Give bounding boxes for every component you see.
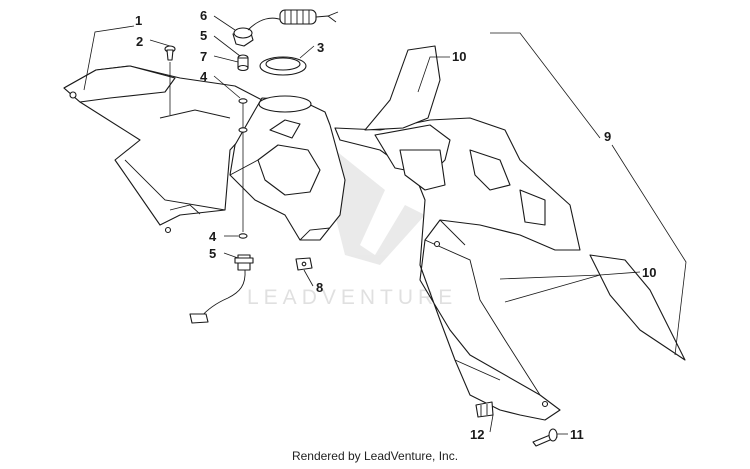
- callout-10-upper: 10: [452, 49, 466, 64]
- upper-side-panel-part[interactable]: [364, 45, 441, 131]
- leadventure-watermark: LEADVENTURE: [247, 150, 457, 309]
- rendered-by-footer: Rendered by LeadVenture, Inc.: [291, 449, 459, 463]
- callout-9: 9: [604, 129, 611, 144]
- callout-3: 3: [317, 40, 324, 55]
- callout-5-lower: 5: [209, 246, 216, 261]
- pin-fastener-part[interactable]: [532, 428, 558, 447]
- clip-nut-part[interactable]: [295, 257, 313, 271]
- callout-5: 5: [200, 28, 207, 43]
- callout-4-lower: 4: [209, 229, 217, 244]
- callout-10-lower: 10: [642, 265, 656, 280]
- grommet-part[interactable]: [237, 54, 249, 72]
- callout-8: 8: [316, 280, 323, 295]
- callout-12: 12: [470, 427, 484, 442]
- callout-6: 6: [200, 8, 207, 23]
- switch-harness-part[interactable]: [189, 254, 254, 324]
- center-console-part[interactable]: [229, 95, 346, 241]
- gauge-ring-part[interactable]: [259, 56, 307, 76]
- callout-1: 1: [135, 13, 142, 28]
- watermark-text: LEADVENTURE: [247, 286, 457, 309]
- callout-2: 2: [136, 34, 143, 49]
- leader-lines: [83, 15, 687, 435]
- left-dash-panel-part[interactable]: [63, 65, 263, 234]
- speed-clip-part[interactable]: [475, 401, 494, 418]
- callout-7: 7: [200, 49, 207, 64]
- cap-with-tether-part[interactable]: [232, 9, 339, 47]
- side-fender-assembly-part[interactable]: [334, 117, 581, 421]
- callout-labels: 1 2 3 4 4 5 5 6 7 8 9 10 10 11 12: [135, 8, 656, 442]
- callout-4: 4: [200, 69, 208, 84]
- washer-part[interactable]: [238, 233, 248, 239]
- screw-part[interactable]: [164, 45, 176, 61]
- callout-11: 11: [570, 427, 584, 442]
- lower-side-panel-part[interactable]: [589, 254, 686, 361]
